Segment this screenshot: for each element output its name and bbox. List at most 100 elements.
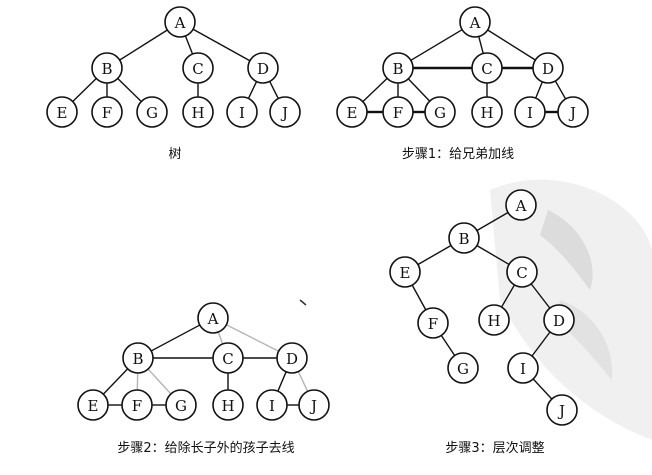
node-label: E	[347, 104, 358, 122]
step1-node-i: I	[514, 96, 546, 128]
node-label: E	[88, 397, 99, 415]
node-circle	[506, 256, 538, 288]
step3-edge-c-d	[530, 283, 551, 309]
node-label: J	[280, 104, 288, 122]
step2-node-f: F	[121, 389, 153, 421]
step2-node-g: G	[165, 389, 197, 421]
step1-edge-b-e	[362, 77, 388, 103]
node-circle	[417, 307, 449, 339]
caption-step3: 步骤3：层次调整	[445, 440, 544, 456]
tree-edge-a-c	[184, 35, 194, 55]
tree-node-g: G	[136, 96, 168, 128]
caption-tree: 树	[168, 147, 181, 162]
node-circle	[424, 96, 456, 128]
step1-edge-d-i	[535, 81, 543, 99]
step3-edge-e-f	[411, 284, 427, 311]
node-circle	[514, 96, 546, 128]
node-circle	[557, 96, 589, 128]
step3-edge-d-i	[531, 331, 551, 357]
node-label: J	[568, 104, 576, 122]
node-label: J	[557, 402, 565, 420]
step3-node-e: E	[389, 256, 421, 288]
node-label: I	[520, 360, 526, 378]
node-circle	[276, 342, 308, 374]
node-label: F	[102, 104, 112, 122]
step1-node-b: B	[382, 52, 414, 84]
node-circle	[91, 52, 123, 84]
node-circle	[478, 304, 510, 336]
step2-edge-a-c	[217, 331, 224, 345]
node-label: B	[132, 350, 143, 368]
step3-node-j: J	[546, 394, 578, 426]
step2-node-b: B	[122, 342, 154, 374]
node-circle	[382, 52, 414, 84]
node-circle	[448, 222, 480, 254]
node-circle	[91, 96, 123, 128]
step1-node-g: G	[424, 96, 456, 128]
step2-node-i: I	[256, 389, 288, 421]
tree-node-i: I	[226, 96, 258, 128]
node-circle	[77, 389, 109, 421]
step2-edge-a-d	[226, 324, 279, 352]
node-circle	[298, 389, 330, 421]
tree-node-j: J	[269, 96, 301, 128]
tree-node-h: H	[182, 96, 214, 128]
tree-edge-b-e	[72, 77, 97, 103]
node-label: J	[309, 397, 317, 415]
node-circle	[269, 96, 301, 128]
node-label: C	[481, 60, 492, 78]
step3-edge-f-g	[440, 335, 456, 356]
step3-node-b: B	[448, 222, 480, 254]
node-circle	[121, 389, 153, 421]
step1-node-e: E	[336, 96, 368, 128]
tree-node-e: E	[46, 96, 78, 128]
node-circle	[226, 96, 258, 128]
step1-node-f: F	[382, 96, 414, 128]
node-circle	[459, 6, 491, 38]
step2-node-e: E	[77, 389, 109, 421]
node-label: A	[174, 14, 186, 32]
step3-node-a: A	[505, 189, 537, 221]
node-label: I	[527, 104, 533, 122]
step3-node-i: I	[507, 352, 539, 384]
step1-edge-b-g	[407, 78, 431, 102]
node-label: B	[101, 60, 112, 78]
step2-node-a: A	[197, 302, 229, 334]
step2-node-h: H	[212, 389, 244, 421]
node-label: A	[207, 310, 219, 328]
node-circle	[247, 52, 279, 84]
node-label: B	[392, 60, 403, 78]
node-label: D	[286, 350, 298, 368]
node-circle	[532, 52, 564, 84]
node-circle	[164, 6, 196, 38]
node-label: I	[239, 104, 245, 122]
node-circle	[471, 52, 503, 84]
node-label: E	[57, 104, 68, 122]
node-circle	[165, 389, 197, 421]
node-label: C	[222, 350, 233, 368]
node-circle	[507, 352, 539, 384]
tree-edge-b-g	[117, 77, 142, 103]
step3-edge-c-h	[500, 284, 516, 308]
step1-edge-a-c	[478, 36, 484, 54]
node-circle	[122, 342, 154, 374]
step2-edge-a-b	[150, 324, 201, 352]
step2-edges	[102, 324, 309, 406]
step3-node-d: D	[543, 304, 575, 336]
tree-node-d: D	[247, 52, 279, 84]
step3-edges	[411, 211, 553, 400]
node-label: E	[400, 264, 411, 282]
step3-edge-i-j	[532, 378, 553, 400]
node-circle	[546, 394, 578, 426]
node-label: H	[191, 104, 204, 122]
step2-edge-b-e	[102, 368, 129, 395]
node-label: G	[434, 104, 446, 122]
step1-node-j: J	[557, 96, 589, 128]
node-circle	[505, 189, 537, 221]
tree-node-f: F	[91, 96, 123, 128]
node-label: F	[428, 315, 438, 333]
step3-node-f: F	[417, 307, 449, 339]
